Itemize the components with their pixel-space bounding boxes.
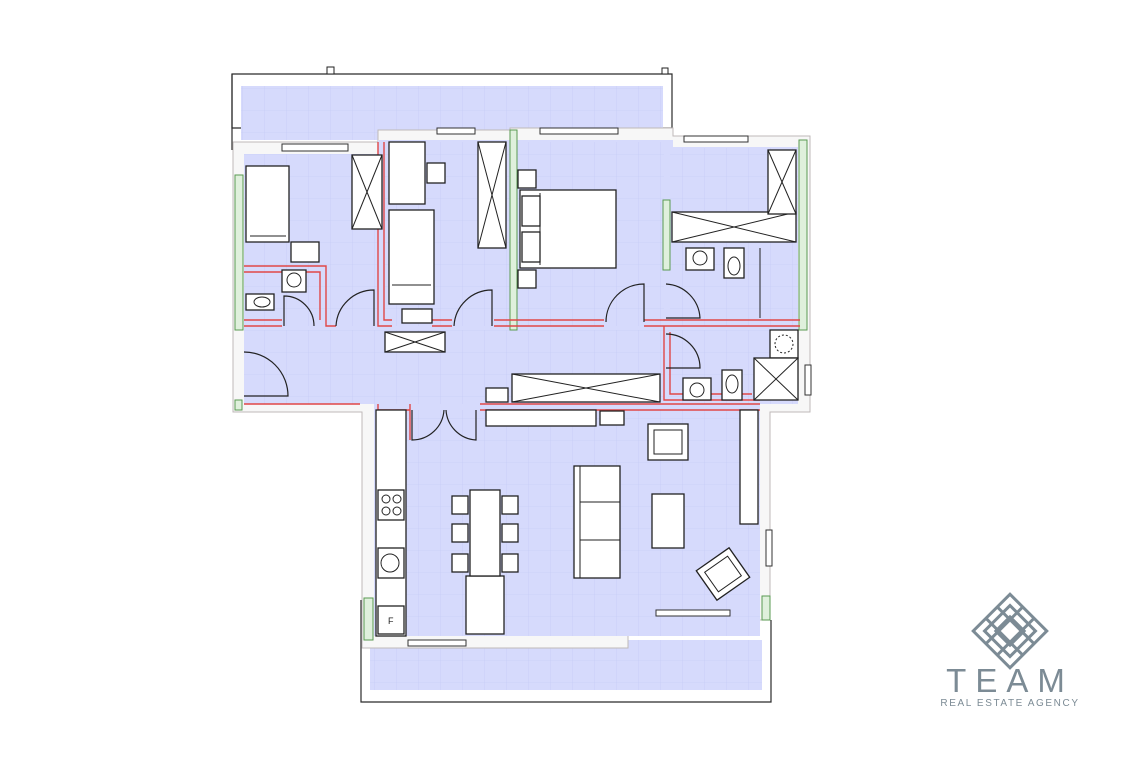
dining-area xyxy=(451,489,519,577)
dining-chair xyxy=(501,553,519,573)
armchair xyxy=(695,546,751,602)
master-bedroom xyxy=(517,169,617,289)
dining-table xyxy=(469,489,501,577)
radiator xyxy=(599,410,625,426)
cooktop xyxy=(377,489,405,521)
fridge xyxy=(377,605,405,635)
dining-chair xyxy=(451,553,469,573)
ensuite-bathroom xyxy=(671,149,797,318)
fridge-label: F xyxy=(388,616,394,626)
shoe-cabinet xyxy=(485,387,509,403)
kitchen: F xyxy=(375,409,505,637)
nightstand xyxy=(517,269,537,289)
windows xyxy=(281,127,812,647)
dining-chair xyxy=(501,523,519,543)
sofa xyxy=(573,465,621,579)
dining-chair xyxy=(451,495,469,515)
radiator xyxy=(401,308,433,324)
sink xyxy=(685,247,715,271)
brand-name: TEAM xyxy=(946,662,1074,699)
coffee-table xyxy=(651,493,685,549)
dining-chair xyxy=(501,495,519,515)
sideboard xyxy=(485,409,597,427)
washing-machine xyxy=(769,329,799,359)
chair xyxy=(426,162,446,184)
toilet xyxy=(723,247,745,279)
second-bathroom xyxy=(682,329,799,401)
sink xyxy=(682,377,712,401)
nightstand xyxy=(517,169,537,189)
tv-console xyxy=(739,409,759,525)
brand-tagline: REAL ESTATE AGENCY xyxy=(940,698,1080,709)
hallway xyxy=(485,373,661,403)
living-area xyxy=(485,409,759,602)
single-bed xyxy=(245,165,290,243)
dining-chair xyxy=(451,523,469,543)
insulation xyxy=(234,129,808,641)
doors xyxy=(243,283,701,441)
single-bed xyxy=(388,209,435,305)
desk xyxy=(388,141,426,205)
kitchen-sink xyxy=(377,547,405,579)
kitchen-island xyxy=(465,575,505,635)
kitchen-counter xyxy=(375,409,407,637)
nightstand xyxy=(290,241,320,263)
toilet xyxy=(721,369,743,401)
bedroom-middle xyxy=(384,141,507,353)
interlaced-diamond-knot-icon xyxy=(971,592,1049,670)
bedroom-left xyxy=(245,154,383,311)
